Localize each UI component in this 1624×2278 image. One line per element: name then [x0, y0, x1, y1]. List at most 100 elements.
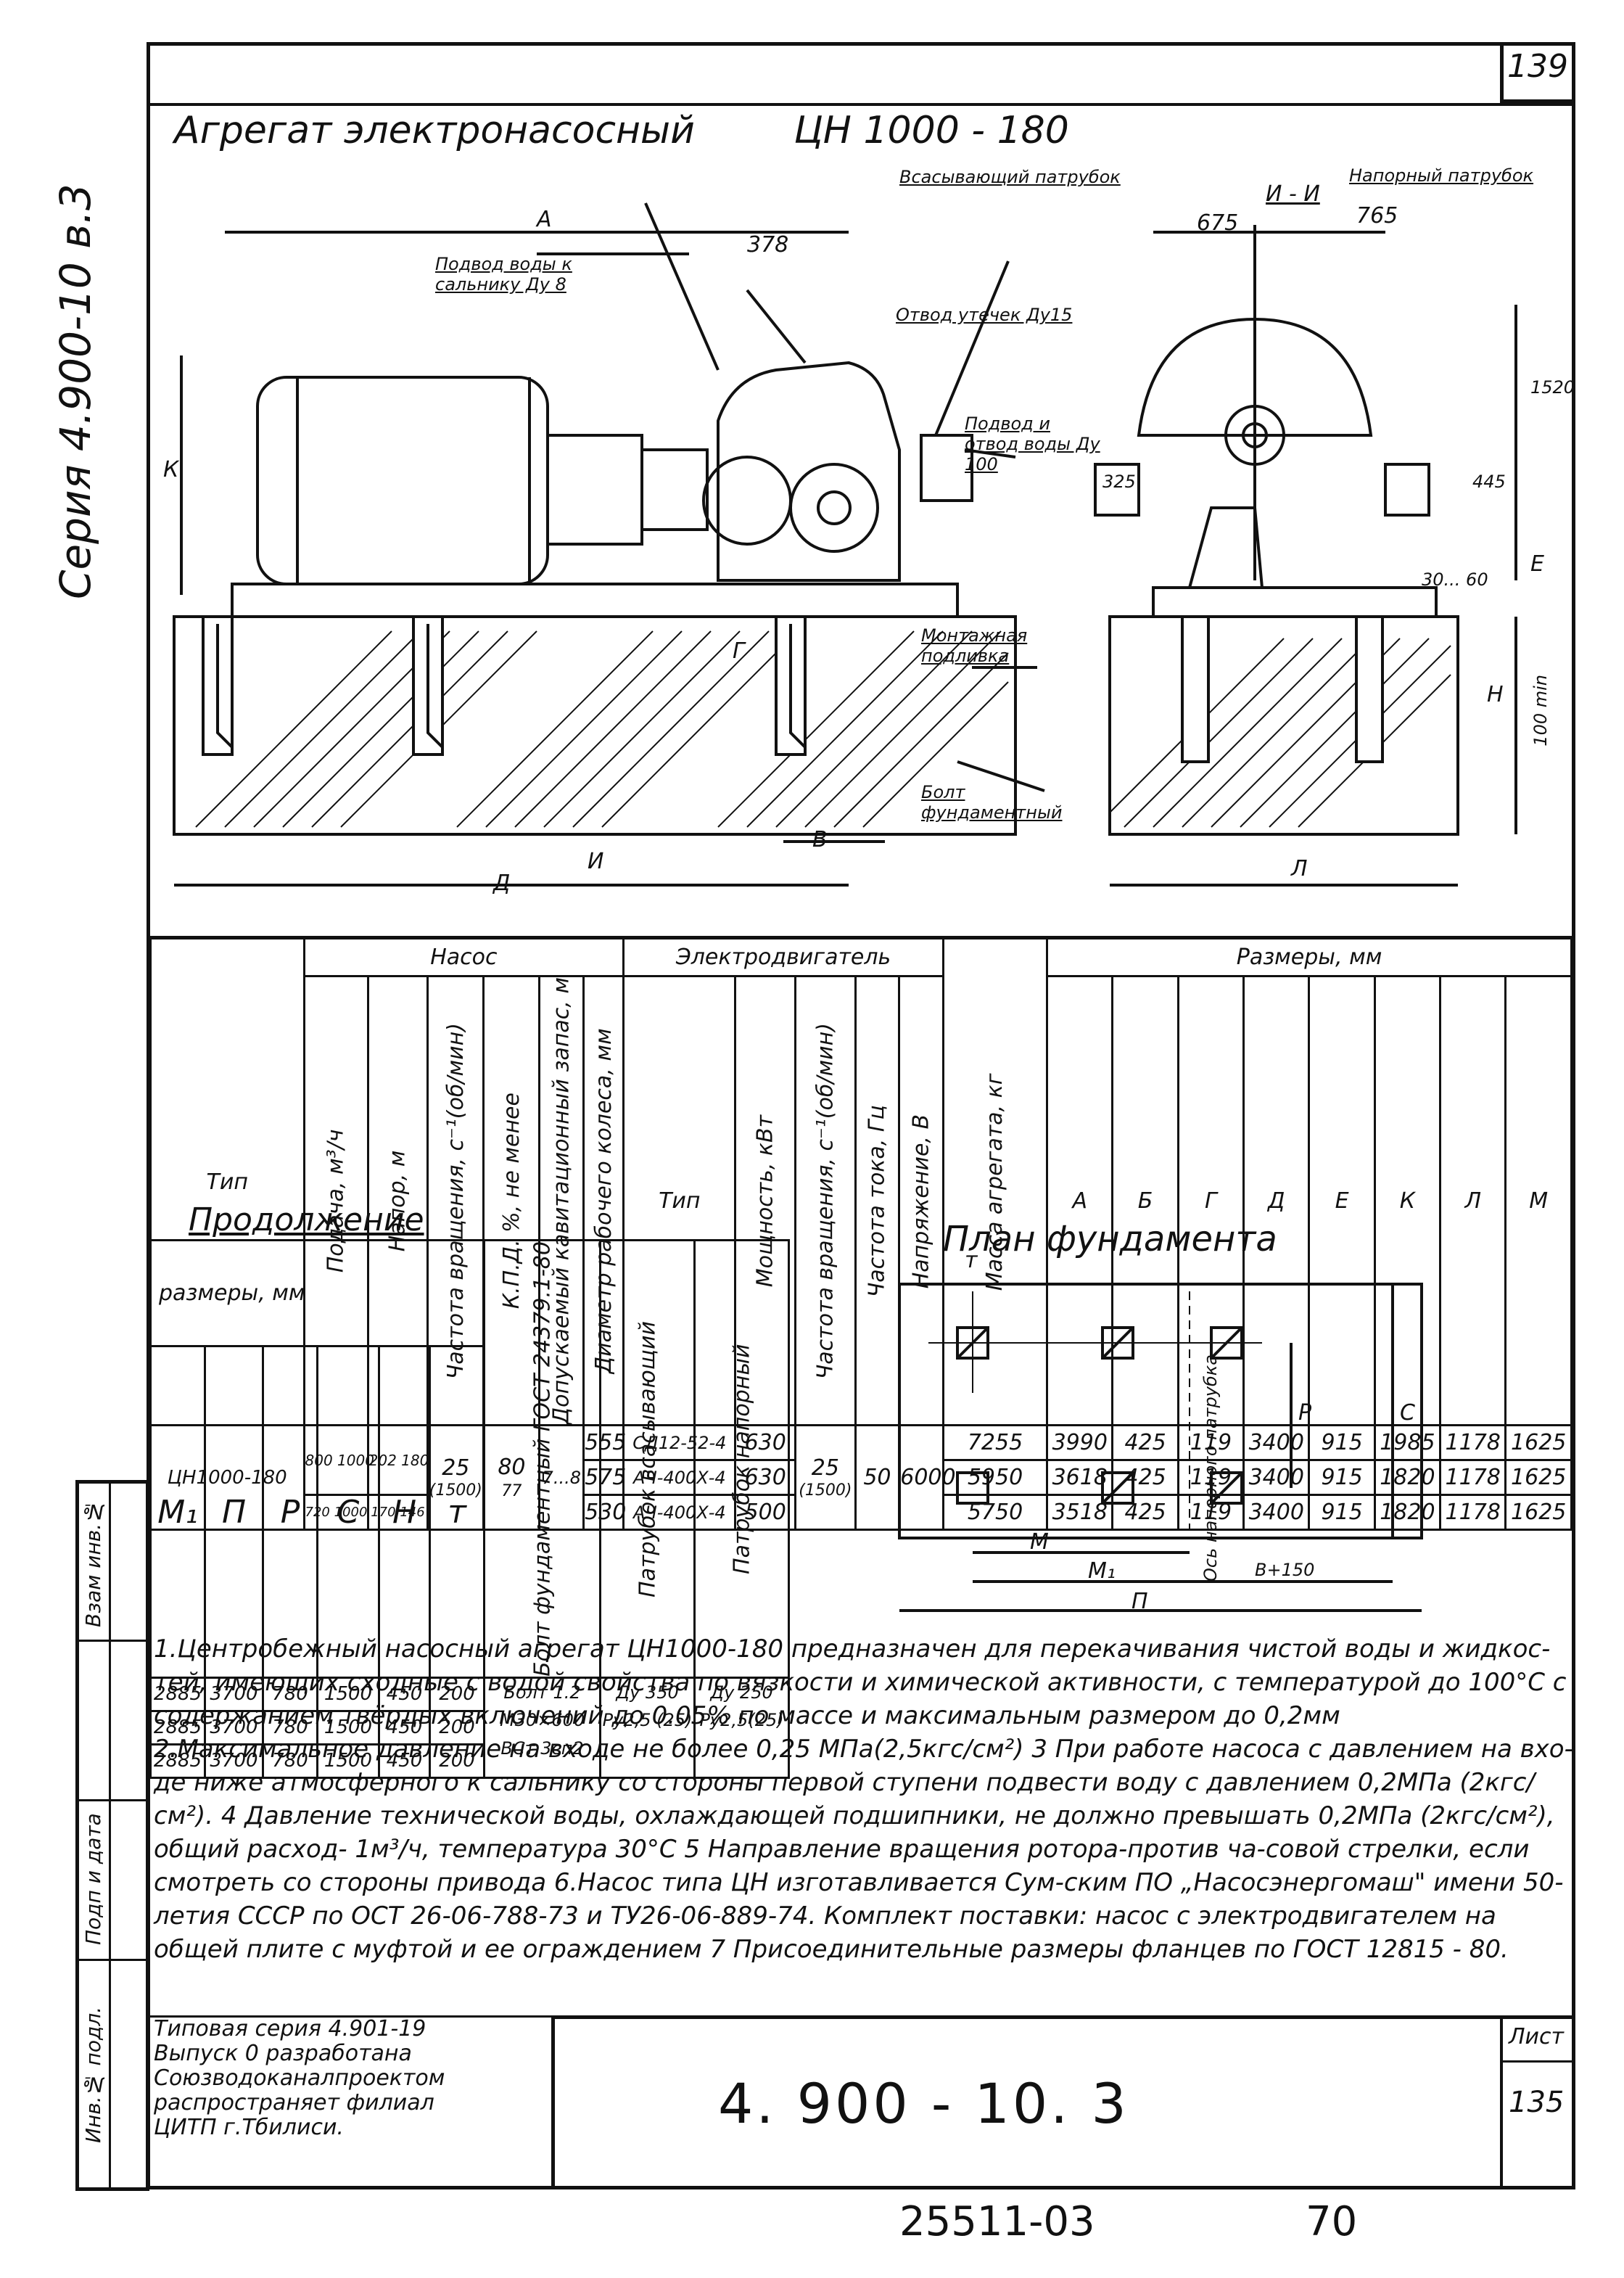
dim-cell: 425: [1111, 1424, 1179, 1462]
dim-cell: 1820: [1373, 1494, 1442, 1531]
dim-cell: 1625: [1504, 1424, 1573, 1462]
cont-header-M1: М₁: [149, 1345, 206, 1679]
bolt-line-2: М30×600: [499, 1710, 585, 1731]
label-1520: 1520: [1530, 377, 1575, 398]
plan-B150: В+150: [1255, 1560, 1315, 1580]
bolt-line-1: Болт 1.2: [503, 1682, 581, 1703]
note-1: 1.Центробежный насосный агрегат ЦН1000-1…: [154, 1635, 1567, 1730]
series-label: Серия 4.900-10 в.3: [51, 184, 100, 600]
power-3: 500: [734, 1494, 797, 1531]
dim-cell: 915: [1308, 1424, 1376, 1462]
page-number: 139: [1507, 48, 1568, 85]
power-2: 630: [734, 1459, 797, 1497]
label-pressure: Напорный патрубок: [1349, 165, 1534, 186]
label-445: 445: [1472, 472, 1506, 492]
sheet-label: Лист: [1509, 2024, 1565, 2049]
drawing-title: Агрегат электронасосный ЦН 1000 - 180: [174, 109, 1069, 152]
cont-cell: 450: [378, 1709, 431, 1745]
strip-vline: [109, 1480, 111, 2191]
label-100min: 100 min: [1530, 675, 1551, 747]
strip-div-2: [75, 1799, 149, 1801]
motor-body: [256, 376, 549, 585]
cont-header-bolt: Болт фундаментный ГОСТ 24379.1-80: [484, 1240, 601, 1678]
header-dims-group: Размеры, мм: [1046, 937, 1573, 977]
freq-cell: 50: [854, 1424, 901, 1531]
label-mount-fill: Монтажная подливка: [921, 625, 1028, 666]
stamp-developer: Типовая серия 4.901-19 Выпуск 0 разработ…: [154, 2017, 445, 2140]
cont-cell: 450: [378, 1743, 431, 1779]
dim-cell: 915: [1308, 1494, 1376, 1531]
pump-casing: [717, 361, 901, 582]
plan-title: План фундамента: [943, 1219, 1277, 1259]
title-model: ЦН 1000 - 180: [794, 109, 1069, 152]
header-dim-E: Е: [1308, 974, 1376, 1427]
cav-cell: 7...8: [538, 1424, 585, 1531]
title-prefix: Агрегат электронасосный: [174, 109, 695, 152]
suction-cell: Ду 350 Ру2,5 (25): [599, 1676, 696, 1779]
dim-cell: 1820: [1373, 1459, 1442, 1497]
dim-cell: 1178: [1439, 1424, 1507, 1462]
cont-cell: 780: [262, 1743, 318, 1779]
cont-cell: 780: [262, 1676, 318, 1712]
cont-cell: 200: [428, 1743, 486, 1779]
mrpm-sub: (1500): [799, 1481, 852, 1500]
mrpm-value: 25: [811, 1455, 839, 1481]
mass-2: 5950: [941, 1459, 1049, 1497]
dim-cell: 1625: [1504, 1494, 1573, 1531]
dim-cell: 425: [1111, 1494, 1179, 1531]
label-G: Г: [733, 638, 745, 664]
dev-line-1: Типовая серия 4.901-19: [154, 2016, 426, 2041]
bolt-cell: Болт 1.2 М30×600 ВСт 3сп2: [483, 1676, 602, 1779]
top-divider: [147, 103, 1575, 106]
cont-cell: 3700: [204, 1676, 264, 1712]
header-pump-group: Насос: [302, 937, 625, 977]
dev-line-5: ЦИТП г.Тбилиси.: [154, 2115, 344, 2140]
label-bolt: Болт фундаментный: [921, 782, 1063, 823]
dim-cell: 1985: [1373, 1424, 1442, 1462]
continuation-caption: Продолжение: [189, 1201, 424, 1238]
left-strip: [75, 1480, 149, 2191]
continuation-table: размеры, мм Болт фундаментный ГОСТ 24379…: [149, 1238, 791, 1779]
eff-sub: 77: [501, 1481, 522, 1500]
cont-cell: 450: [378, 1676, 431, 1712]
cont-cell: 2885: [149, 1743, 206, 1779]
pressure-line-2: Ру2,5(25): [699, 1710, 784, 1731]
strip-div-3: [75, 1959, 149, 1961]
label-E: Е: [1530, 551, 1544, 577]
cont-header-suction: Патрубок всасывающий: [600, 1240, 695, 1678]
label-V: В: [812, 827, 828, 852]
sheet-number: 135: [1509, 2086, 1565, 2119]
label-D: Д: [493, 871, 511, 896]
header-dim-B: Б: [1111, 974, 1179, 1427]
mtype-1: СД12-52-4: [622, 1424, 737, 1462]
strip-div-1: [75, 1640, 149, 1642]
imp-1: 555: [582, 1424, 626, 1462]
dim-cell: 3990: [1046, 1424, 1114, 1462]
plan-Pi: П: [1132, 1589, 1148, 1614]
plan-M1: М₁: [1088, 1558, 1116, 1584]
foundation-plan: [898, 1283, 1423, 1612]
cont-cell: 200: [428, 1676, 486, 1712]
table-row: 2885 3700 780 1500 450 200: [149, 1709, 789, 1745]
cont-cell: 2885: [149, 1676, 206, 1712]
stamp-sheet-hline: [1500, 2060, 1575, 2063]
coupling: [640, 448, 709, 531]
cont-cell: 3700: [204, 1743, 264, 1779]
label-H: Н: [1487, 682, 1504, 707]
cont-header-pressure: Патрубок напорный: [694, 1240, 789, 1678]
plan-P: Р: [1298, 1400, 1312, 1426]
mtype-3: АЧ-400Х-4: [622, 1494, 737, 1531]
dim-cell: 1625: [1504, 1459, 1573, 1497]
mass-1: 7255: [941, 1424, 1049, 1462]
power-1: 630: [734, 1424, 797, 1462]
dev-line-3: Союзводоканалпроектом: [154, 2065, 445, 2091]
table-row: 2885 3700 780 1500 450 200: [149, 1743, 789, 1779]
label-water-supply: Подвод воды к сальнику Ду 8: [435, 254, 572, 295]
mrpm-cell: 25 (1500): [794, 1424, 857, 1531]
cont-header-H: Н: [378, 1345, 431, 1679]
label-section: И - И: [1266, 181, 1320, 207]
cont-cell: 780: [262, 1709, 318, 1745]
cont-header-R: Р: [262, 1345, 318, 1679]
dim-cell: 425: [1111, 1459, 1179, 1497]
cont-header-C: С: [316, 1345, 380, 1679]
